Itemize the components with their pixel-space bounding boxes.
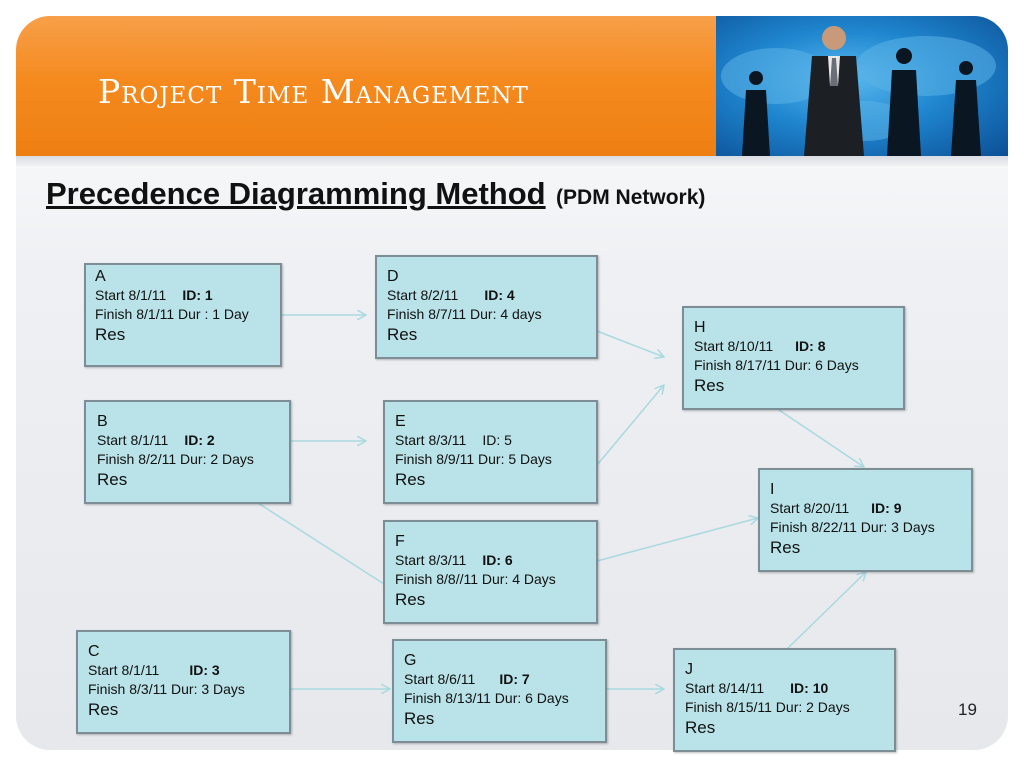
slide-title: Project Time Management — [98, 72, 529, 111]
node-finish: Finish 8/3/11 Dur: 3 Days — [88, 681, 245, 697]
node-start-row: Start 8/6/11 ID: 7 — [404, 670, 605, 689]
arrow-d-h — [596, 330, 664, 357]
node-res: Res — [97, 470, 128, 489]
activity-node-j: J Start 8/14/11 ID: 10 Finish 8/15/11 Dur… — [673, 648, 896, 752]
header-photo — [716, 16, 1008, 156]
node-finish: Finish 8/1/11 Dur : 1 Day — [95, 306, 249, 322]
node-start-row: Start 8/14/11 ID: 10 — [685, 679, 894, 698]
node-start-row: Start 8/3/11 ID: 5 — [395, 431, 596, 450]
arrow-j-i — [787, 572, 866, 649]
heading-main: Precedence Diagramming Method — [46, 176, 546, 211]
node-label: J — [685, 661, 693, 678]
node-id: ID: 1 — [182, 287, 213, 303]
node-label: I — [770, 481, 775, 498]
node-id: ID: 8 — [795, 338, 826, 354]
slide-heading: Precedence Diagramming Method (PDM Netwo… — [46, 176, 705, 212]
node-finish: Finish 8/8//11 Dur: 4 Days — [395, 571, 556, 587]
node-res: Res — [387, 325, 418, 344]
node-start: Start 8/20/11 — [770, 500, 850, 516]
node-start-row: Start 8/10/11 ID: 8 — [694, 337, 903, 356]
node-start-row: Start 8/1/11 ID: 2 — [97, 431, 289, 450]
node-id: ID: 4 — [484, 287, 515, 303]
node-start: Start 8/10/11 — [694, 338, 774, 354]
activity-node-i: I Start 8/20/11 ID: 9 Finish 8/22/11 Dur:… — [758, 468, 973, 572]
node-label: G — [404, 652, 417, 669]
node-start: Start 8/1/11 — [97, 432, 169, 448]
node-start: Start 8/3/11 — [395, 552, 467, 568]
header-divider — [16, 156, 1008, 166]
activity-node-d: D Start 8/2/11 ID: 4 Finish 8/7/11 Dur: 4… — [375, 255, 598, 359]
node-label: F — [395, 533, 405, 550]
node-start: Start 8/1/11 — [88, 662, 160, 678]
title-banner: Project Time Management — [16, 16, 716, 156]
node-start-row: Start 8/3/11 ID: 6 — [395, 551, 596, 570]
node-res: Res — [694, 376, 725, 395]
node-id: ID: 10 — [790, 680, 829, 696]
activity-node-e: E Start 8/3/11 ID: 5 Finish 8/9/11 Dur: 5… — [383, 400, 598, 504]
node-res: Res — [395, 590, 426, 609]
node-id: ID: 3 — [189, 662, 220, 678]
node-start-row: Start 8/1/11 ID: 3 — [88, 661, 289, 680]
node-label: D — [387, 268, 399, 285]
node-finish: Finish 8/9/11 Dur: 5 Days — [395, 451, 552, 467]
node-start: Start 8/14/11 — [685, 680, 765, 696]
activity-node-g: G Start 8/6/11 ID: 7 Finish 8/13/11 Dur: … — [392, 639, 607, 743]
page-number: 19 — [958, 700, 977, 719]
node-res: Res — [685, 718, 716, 737]
node-finish: Finish 8/22/11 Dur: 3 Days — [770, 519, 935, 535]
arrow-e-h — [596, 385, 664, 466]
node-id: ID: 7 — [499, 671, 530, 687]
activity-node-c: C Start 8/1/11 ID: 3 Finish 8/3/11 Dur: 3… — [76, 630, 291, 734]
activity-node-a: A Start 8/1/11 ID: 1 Finish 8/1/11 Dur : … — [84, 263, 282, 367]
node-id: ID: 2 — [184, 432, 215, 448]
node-label: E — [395, 413, 406, 430]
node-finish: Finish 8/15/11 Dur: 2 Days — [685, 699, 850, 715]
node-start: Start 8/1/11 — [95, 287, 167, 303]
activity-node-f: F Start 8/3/11 ID: 6 Finish 8/8//11 Dur: … — [383, 520, 598, 624]
node-res: Res — [404, 709, 435, 728]
arrow-f-i — [596, 518, 758, 562]
node-label: H — [694, 319, 706, 336]
node-id: ID: 6 — [482, 552, 513, 568]
node-start: Start 8/6/11 — [404, 671, 476, 687]
node-res: Res — [395, 470, 426, 489]
heading-sub: (PDM Network) — [556, 186, 706, 209]
node-id: ID: 9 — [871, 500, 902, 516]
node-finish: Finish 8/17/11 Dur: 6 Days — [694, 357, 859, 373]
activity-node-h: H Start 8/10/11 ID: 8 Finish 8/17/11 Dur:… — [682, 306, 905, 410]
node-res: Res — [770, 538, 801, 557]
node-finish: Finish 8/2/11 Dur: 2 Days — [97, 451, 254, 467]
node-id: ID: 5 — [482, 432, 512, 448]
node-start-row: Start 8/1/11 ID: 1 — [95, 286, 280, 305]
node-res: Res — [95, 325, 126, 344]
node-finish: Finish 8/13/11 Dur: 6 Days — [404, 690, 569, 706]
node-start-row: Start 8/20/11 ID: 9 — [770, 499, 971, 518]
arrow-h-i — [778, 409, 864, 467]
node-label: A — [95, 268, 106, 285]
node-label: B — [97, 413, 108, 430]
node-start-row: Start 8/2/11 ID: 4 — [387, 286, 596, 305]
node-label: C — [88, 643, 100, 660]
node-start: Start 8/2/11 — [387, 287, 459, 303]
arrow-b-f — [257, 502, 385, 585]
node-finish: Finish 8/7/11 Dur: 4 days — [387, 306, 542, 322]
node-start: Start 8/3/11 — [395, 432, 467, 448]
node-res: Res — [88, 700, 119, 719]
activity-node-b: B Start 8/1/11 ID: 2 Finish 8/2/11 Dur: 2… — [84, 400, 291, 504]
